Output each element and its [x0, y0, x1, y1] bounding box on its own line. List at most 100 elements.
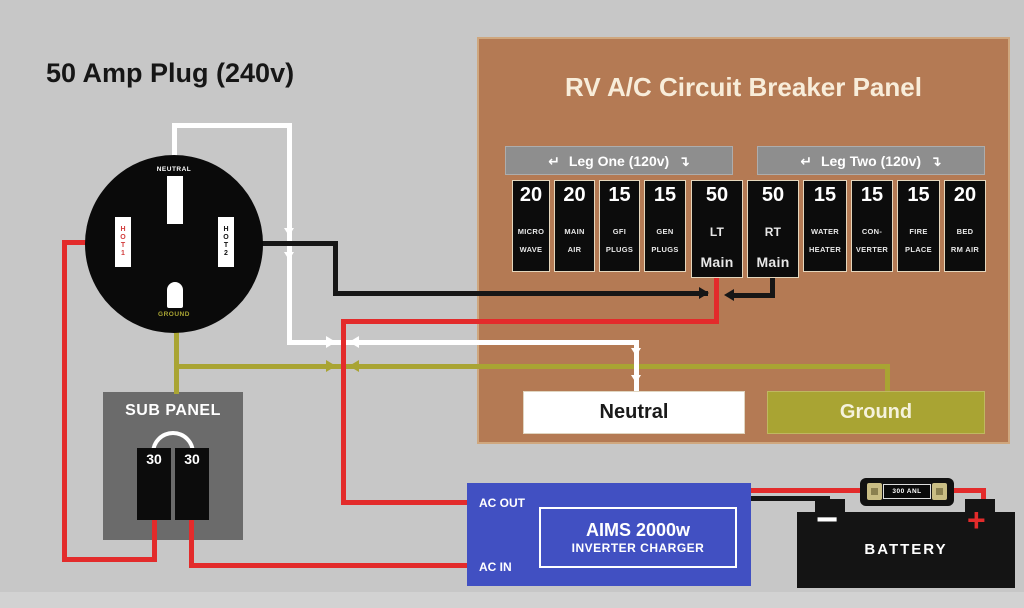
neutral-bus-label: Neutral: [599, 401, 669, 423]
breaker-label: HEATER: [808, 245, 842, 254]
wire-neutral-white: [287, 340, 639, 345]
breaker-label: CON-: [861, 227, 883, 236]
breaker-label: VERTER: [855, 245, 889, 254]
fuse-label: 300 ANL: [883, 484, 931, 499]
wire-rt-main-black: [770, 276, 775, 298]
breaker-main-air: 20 MAIN AIR: [554, 180, 595, 272]
breaker-label: MICRO: [517, 227, 545, 236]
plug-hot2-label: HOT2: [222, 226, 230, 258]
breaker-amps: 15: [653, 184, 677, 206]
breaker-bed-rm-air: 20 BED RM AIR: [944, 180, 986, 272]
wire-ac-out-red: [341, 500, 469, 505]
wire-ac-out-red: [341, 319, 346, 505]
wire-neutral-white: [172, 123, 177, 173]
wire-ac-in-red: [189, 563, 469, 568]
bottom-edge-strip: [0, 592, 1024, 608]
curve-left-icon: ↵: [800, 152, 812, 169]
leg-two-header: ↵ Leg Two (120v) ↴: [757, 146, 985, 175]
breaker-amps: 20: [953, 184, 977, 206]
breaker-amps: 15: [608, 184, 631, 206]
wire-ground-olive: [174, 310, 179, 394]
breaker-label: WATER: [810, 227, 840, 236]
wire-arrow: [631, 348, 641, 356]
wire-hot2-black: [333, 241, 338, 296]
inverter-title: AIMS 2000w: [585, 519, 691, 540]
wire-lt-main-red: [341, 319, 719, 324]
breaker-label: RT: [764, 225, 782, 239]
battery-minus-symbol: −: [816, 499, 839, 541]
breaker-label: GFI: [612, 227, 627, 236]
plug-neutral-slot: [167, 176, 183, 224]
breaker-label: PLUGS: [651, 245, 679, 254]
wire-arrow: [349, 360, 359, 372]
breaker-label: LT: [709, 225, 725, 239]
wire-arrow: [326, 336, 336, 348]
inverter-ac-out-label: AC OUT: [479, 496, 525, 510]
inverter-subtitle: INVERTER CHARGER: [571, 541, 705, 556]
curve-right-icon: ↴: [930, 152, 942, 169]
breaker-label: MAIN: [564, 227, 585, 236]
wire-subpanel-right-red: [189, 518, 194, 568]
breaker-micro-wave: 20 MICRO WAVE: [512, 180, 550, 272]
breaker-label: Main: [700, 254, 734, 270]
fuse-end-cap: [932, 483, 947, 500]
wire-arrow: [349, 336, 359, 348]
sub-breaker-right: 30: [175, 448, 209, 520]
breaker-amps: 20: [563, 184, 586, 206]
plug-hot1-slot: HOT1: [115, 217, 131, 267]
wire-arrow: [699, 287, 709, 299]
wire-arrow: [631, 375, 641, 383]
wire-lt-main-red: [714, 276, 719, 324]
breaker-lt-main: 50 LT Main: [691, 180, 743, 278]
breaker-amps: 50: [761, 184, 785, 206]
breaker-fire-place: 15 FIRE PLACE: [897, 180, 940, 272]
breaker-gen-plugs: 15 GEN PLUGS: [644, 180, 686, 272]
breaker-rt-main: 50 RT Main: [747, 180, 799, 278]
breaker-label: PLUGS: [605, 245, 634, 254]
wire-ground-olive: [885, 364, 890, 394]
ground-bus: Ground: [767, 391, 985, 434]
breaker-label: GEN: [656, 227, 674, 236]
breaker-gfi-plugs: 15 GFI PLUGS: [599, 180, 640, 272]
battery-box: [797, 512, 1015, 588]
breaker-amps: 15: [860, 184, 884, 206]
plug-title: 50 Amp Plug (240v): [46, 58, 295, 88]
plug-ground-label: GROUND: [158, 311, 190, 318]
breaker-amps: 15: [813, 184, 837, 206]
curve-right-icon: ↴: [678, 152, 690, 169]
wire-hot2-black: [230, 241, 338, 246]
breaker-amps: 20: [519, 184, 543, 206]
plug-ground-slot: [167, 282, 183, 308]
breaker-converter: 15 CON- VERTER: [851, 180, 893, 272]
sub-panel: [103, 392, 243, 540]
inverter-ac-in-label: AC IN: [479, 560, 512, 574]
wire-rt-main-black: [734, 293, 775, 298]
wire-subpanel-left-red: [152, 518, 157, 562]
breaker-amps: 50: [705, 184, 729, 206]
inverter-nameplate: AIMS 2000w INVERTER CHARGER: [539, 507, 737, 568]
wire-hot1-red: [62, 557, 157, 562]
plug-hot2-slot: HOT2: [218, 217, 234, 267]
wire-neutral-white: [172, 123, 292, 128]
wire-hot1-red: [62, 240, 67, 562]
breaker-label: AIR: [567, 245, 582, 254]
breaker-label: FIRE: [909, 227, 928, 236]
anl-fuse: 300 ANL: [860, 478, 954, 506]
wire-hot2-black: [333, 291, 708, 296]
ground-bus-label: Ground: [839, 401, 913, 423]
wire-ground-olive: [174, 364, 890, 369]
breaker-panel-title: RV A/C Circuit Breaker Panel: [565, 72, 922, 102]
fuse-end-cap: [867, 483, 882, 500]
breaker-label: WAVE: [519, 245, 543, 254]
breaker-amps: 15: [907, 184, 930, 206]
inverter-box: [467, 483, 751, 586]
breaker-label: Main: [756, 254, 790, 270]
battery-label: BATTERY: [864, 541, 948, 558]
battery-positive-post: [965, 499, 995, 513]
wire-arrow: [284, 252, 294, 260]
sub-breaker-amps: 30: [184, 451, 200, 467]
leg-one-label: Leg One (120v): [568, 152, 670, 169]
leg-two-label: Leg Two (120v): [820, 152, 922, 169]
wire-arrow: [724, 289, 734, 301]
